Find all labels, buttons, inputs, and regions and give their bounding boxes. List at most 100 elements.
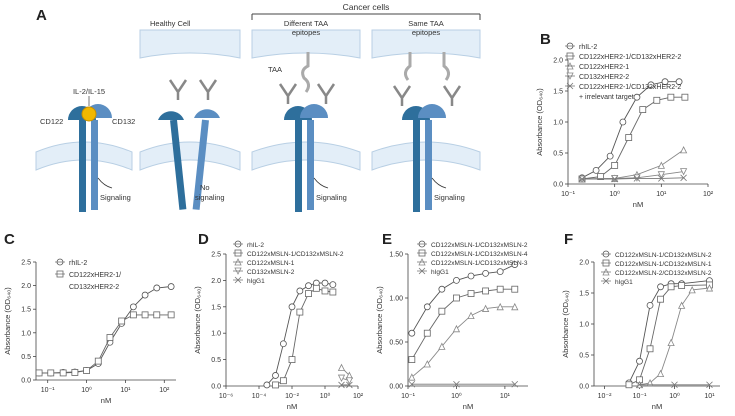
x-tick-label: 10⁰: [451, 392, 462, 400]
cytokine-icon: [81, 106, 97, 122]
receptor-complex-1: IL-2/IL-15 CD122 CD132 Signaling: [40, 87, 135, 212]
data-point: [681, 93, 689, 101]
data-point: [408, 329, 416, 337]
data-point: [578, 175, 586, 183]
y-tick-label: 2.0: [211, 278, 221, 285]
legend-entry: CD122xMSLN-1: [247, 260, 295, 267]
y-axis-label: Absorbance (OD₆₄₀): [561, 290, 570, 358]
y-axis-label: Absorbance (OD₆₄₀): [535, 88, 544, 156]
panel-letter-e: E: [382, 231, 392, 248]
data-point: [272, 381, 279, 389]
data-point: [679, 168, 688, 176]
data-point: [71, 369, 79, 376]
data-point: [329, 281, 337, 289]
y-axis-label: Absorbance (OD₆₄₀): [375, 286, 384, 354]
taa-icon: [301, 52, 311, 93]
y-tick-label: 0.00: [389, 384, 403, 391]
data-point: [496, 302, 504, 311]
data-point: [667, 338, 675, 347]
data-point: [611, 161, 619, 169]
legend-entry: CD122xHER2-1: [579, 64, 629, 71]
y-axis-label: Absorbance (OD₆₄₀): [3, 287, 12, 355]
data-point: [106, 334, 114, 341]
receptor-complex-2: No signaling: [158, 79, 225, 210]
legend-entry: CD122xHER2-1/: [69, 272, 121, 279]
data-point: [679, 146, 688, 154]
legend-entry: CD122xHER2-1/CD132xHER2-2: [579, 84, 681, 91]
data-point: [677, 301, 686, 309]
legend-entry: hIgG1: [615, 279, 633, 286]
x-tick-label: 10¹: [704, 393, 715, 400]
cancer-cells-label: Cancer cells: [343, 2, 390, 12]
data-point: [312, 284, 320, 292]
data-point: [646, 345, 654, 353]
legend-entry: hIgG1: [247, 278, 265, 285]
panel-letter-f: F: [564, 231, 573, 248]
data-point: [321, 287, 329, 295]
signaling-label-4: Signaling: [434, 193, 465, 202]
data-point: [438, 307, 446, 315]
data-point: [636, 357, 643, 365]
data-point: [345, 377, 354, 385]
data-point: [141, 291, 149, 299]
data-point: [296, 308, 304, 316]
data-point: [653, 96, 661, 104]
x-axis-label: nM: [652, 402, 662, 411]
x-tick-label: 10¹: [500, 393, 511, 400]
x-tick-label: 10⁻¹: [561, 191, 575, 198]
data-point: [511, 261, 519, 268]
signaling-arrow-icon-3: [313, 177, 329, 189]
data-point: [688, 286, 696, 294]
data-point: [646, 301, 654, 309]
y-tick-label: 1.5: [579, 291, 589, 298]
data-point: [263, 381, 271, 389]
data-point: [481, 304, 490, 312]
data-point: [611, 175, 619, 183]
x-tick-label: 10⁻²: [285, 393, 299, 400]
receptor-complex-4: Signaling: [392, 52, 465, 212]
data-point: [129, 303, 137, 311]
data-point: [153, 284, 161, 292]
data-point: [647, 81, 655, 89]
x-tick-label: 10⁰: [669, 392, 680, 400]
data-point: [658, 175, 665, 182]
data-point: [467, 272, 475, 280]
x-axis-label: nM: [463, 402, 473, 411]
data-point: [141, 311, 149, 319]
x-axis-label: nM: [633, 200, 643, 209]
data-point: [167, 283, 175, 290]
x-tick-label: 10⁻¹: [41, 387, 55, 394]
data-point: [408, 380, 416, 388]
data-point: [636, 381, 643, 389]
y-tick-label: 2.5: [211, 252, 221, 259]
cd122-label: CD122: [40, 117, 63, 126]
data-point: [453, 294, 460, 302]
receptor-complex-3: TAA Signaling: [268, 52, 347, 212]
same-taa-label: Same TAA: [408, 19, 444, 28]
signaling-arrow-icon-4: [431, 177, 447, 189]
data-point: [452, 324, 461, 333]
data-point: [94, 357, 102, 365]
x-tick-label: 10⁻¹: [633, 393, 647, 400]
panel-a: A Cancer cells Healthy Cell Different TA…: [35, 2, 481, 212]
y-axis-label: Absorbance (OD₆₄₀): [193, 286, 202, 354]
data-point: [657, 171, 665, 179]
data-point: [438, 285, 446, 293]
cd132-label: CD132: [112, 117, 135, 126]
signaling-label-3: Signaling: [316, 193, 347, 202]
panel-letter-c: C: [4, 231, 15, 248]
legend-entry: CD132xMSLN-2: [247, 269, 295, 276]
x-tick-label: 10⁻⁴: [252, 393, 267, 400]
y-tick-label: 1.0: [553, 120, 563, 127]
y-tick-label: 0.50: [389, 340, 403, 347]
x-axis-label: nM: [101, 396, 111, 405]
data-point: [83, 367, 90, 374]
data-point: [272, 372, 279, 379]
signaling-label-2: signaling: [195, 193, 225, 202]
y-tick-label: 0.5: [553, 151, 563, 158]
data-point: [288, 356, 296, 364]
data-point: [511, 302, 519, 311]
legend-entry: CD122xHER2-1/CD132xHER2-2: [579, 54, 681, 61]
data-point: [611, 175, 618, 183]
